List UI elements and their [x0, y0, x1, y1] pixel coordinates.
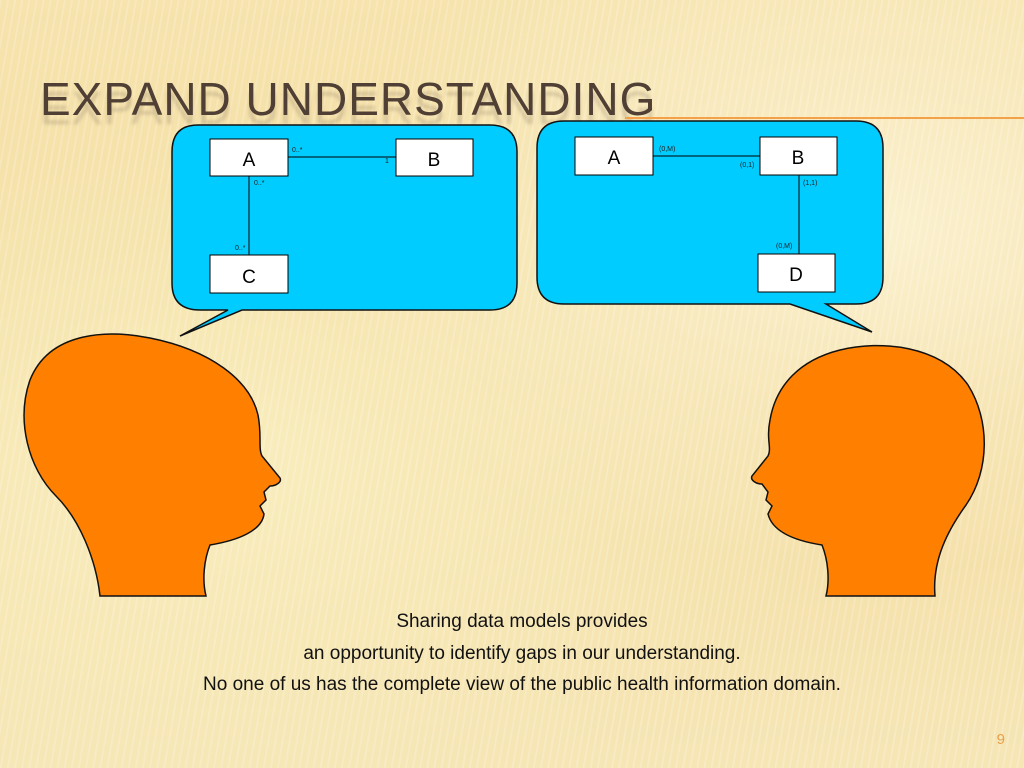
entity-box-a: [209, 138, 289, 177]
left-data-model: A B C 0..* 1 0..* 0..*: [209, 138, 474, 294]
title-accent-line: [625, 117, 1024, 119]
entity-label-a: A: [243, 150, 256, 171]
right-data-model: A B D (0,M) (0,1) (1,1) (0,M): [574, 136, 838, 293]
caption-line-1: Sharing data models provides: [396, 611, 648, 632]
cardinality-label: (0,M): [776, 243, 792, 250]
cardinality-label: 0..*: [292, 147, 303, 154]
entity-box-b: [395, 138, 474, 177]
entity-box-b: [759, 136, 838, 176]
page-number: 9: [996, 731, 1005, 748]
cardinality-label: 1: [385, 158, 389, 165]
entity-box-a: [574, 136, 654, 176]
entity-label-d: D: [789, 265, 803, 286]
entity-label-b: B: [792, 148, 805, 169]
entity-box-d: [757, 253, 836, 293]
cardinality-label: 0..*: [254, 180, 265, 187]
slide-title: EXPAND UNDERSTANDING: [40, 73, 657, 125]
entity-label-b: B: [428, 150, 441, 171]
entity-label-a: A: [608, 148, 621, 169]
caption-line-3: No one of us has the complete view of th…: [203, 674, 841, 695]
cardinality-label: (0,M): [659, 146, 675, 153]
cardinality-label: (1,1): [803, 180, 817, 187]
caption-line-2: an opportunity to identify gaps in our u…: [303, 643, 741, 664]
right-head-silhouette-icon: [750, 344, 985, 597]
entity-box-c: [209, 254, 289, 294]
cardinality-label: (0,1): [740, 162, 754, 169]
left-head-silhouette-icon: [23, 333, 282, 597]
entity-label-c: C: [242, 267, 256, 288]
cardinality-label: 0..*: [235, 245, 246, 252]
